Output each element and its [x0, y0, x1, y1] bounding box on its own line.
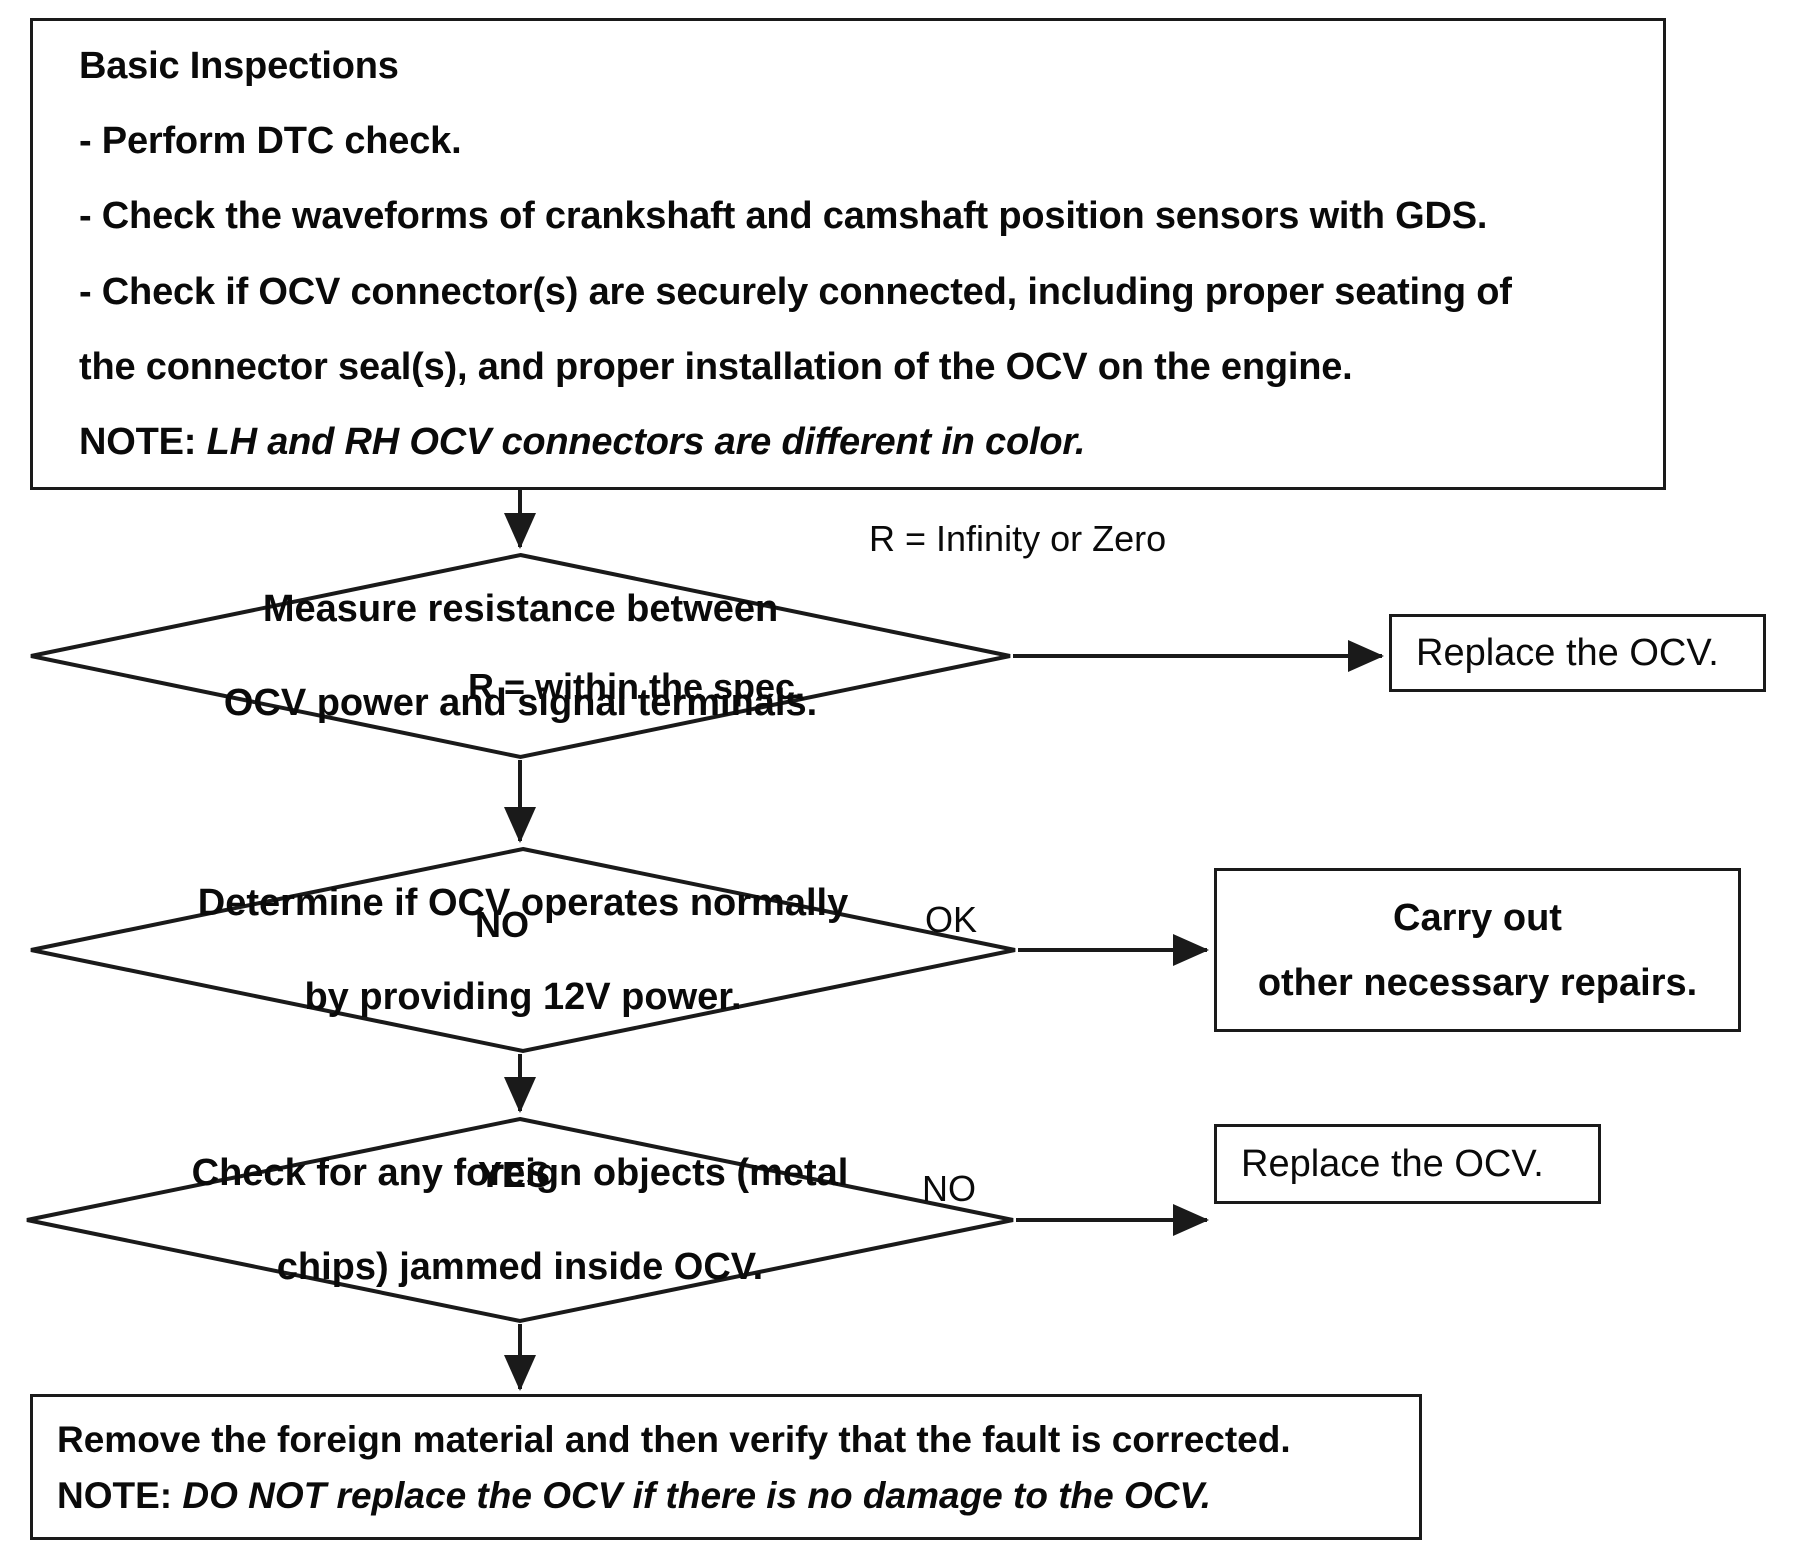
edge-label-no-1: NO	[475, 904, 529, 945]
replace-ocv-text-2: Replace the OCV.	[1241, 1143, 1544, 1185]
intro-note-label: NOTE:	[79, 420, 197, 463]
diamond-shape-1	[30, 552, 1011, 760]
replace-ocv-text-1: Replace the OCV.	[1416, 632, 1719, 674]
edge-label-r-within-spec: R = within the spec.	[468, 666, 806, 707]
replace-ocv-box-2: Replace the OCV.	[1214, 1124, 1601, 1204]
edge-label-yes: YES	[478, 1154, 551, 1195]
carry-out-line-1: Carry out	[1393, 896, 1562, 939]
remove-foreign-material-box: Remove the foreign material and then ver…	[30, 1394, 1422, 1540]
edge-label-ok: OK	[925, 899, 978, 940]
intro-note: NOTE: LH and RH OCV connectors are diffe…	[79, 423, 1663, 461]
final-note-text: DO NOT replace the OCV if there is no da…	[172, 1474, 1212, 1516]
final-note-label: NOTE:	[57, 1474, 173, 1516]
carry-out-repairs-box: Carry out other necessary repairs.	[1214, 868, 1741, 1032]
intro-bullet-waveforms: - Check the waveforms of crankshaft and …	[79, 195, 1488, 238]
replace-ocv-box-1: Replace the OCV.	[1389, 614, 1766, 692]
basic-inspections-box: Basic Inspections - Perform DTC check. -…	[30, 18, 1666, 490]
final-line-1: Remove the foreign material and then ver…	[57, 1418, 1291, 1460]
decision-ocv-operates-normally: Determine if OCV operates normally by pr…	[28, 846, 1018, 1054]
intro-bullet-connector-line1: - Check if OCV connector(s) are securely…	[79, 270, 1512, 313]
intro-bullet-dtc: - Perform DTC check.	[79, 120, 462, 163]
final-note: NOTE: DO NOT replace the OCV if there is…	[57, 1477, 1419, 1514]
intro-note-text: LH and RH OCV connectors are different i…	[196, 420, 1086, 463]
decision-measure-resistance: Measure resistance between OCV power and…	[28, 552, 1013, 760]
carry-out-line-2: other necessary repairs.	[1257, 961, 1698, 1004]
edge-label-no-2: NO	[922, 1168, 976, 1209]
intro-bullet-connector-line2: the connector seal(s), and proper instal…	[79, 345, 1353, 388]
decision-check-foreign-objects: Check for any foreign objects (metal chi…	[24, 1116, 1016, 1324]
diamond-shape-2	[30, 846, 1016, 1054]
intro-heading: Basic Inspections	[79, 45, 399, 87]
edge-label-r-infinity-or-zero: R = Infinity or Zero	[869, 518, 1167, 559]
diamond-shape-3	[26, 1116, 1014, 1324]
